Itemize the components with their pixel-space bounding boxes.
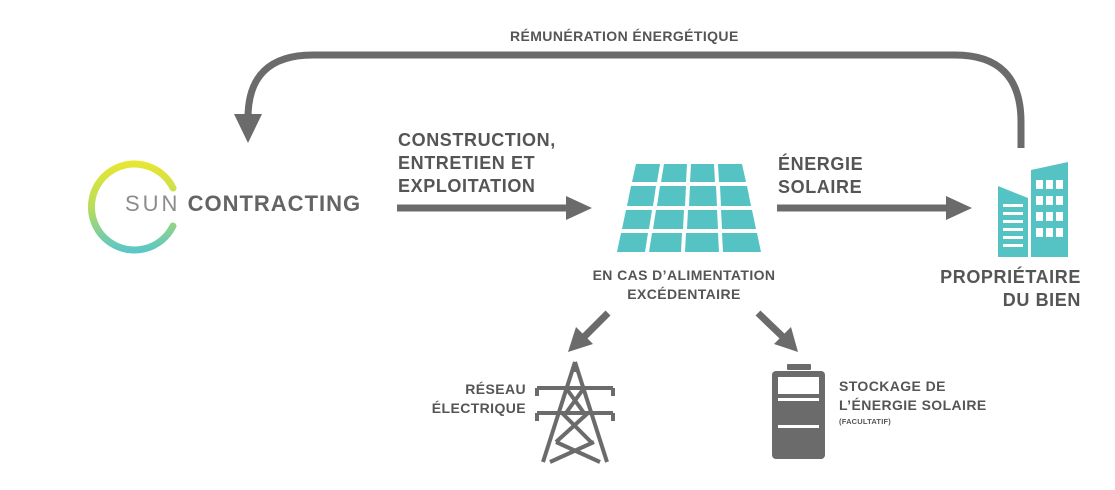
to-grid-arrow xyxy=(568,310,611,352)
solar-energy-label-line-2: SOLAIRE xyxy=(778,177,863,197)
solar-panel-icon xyxy=(617,164,761,252)
storage-label-line-1: STOCKAGE DE xyxy=(839,378,946,394)
remuneration-label: RÉMUNÉRATION ÉNERGÉTIQUE xyxy=(510,28,739,44)
construction-arrow xyxy=(397,196,592,220)
logo-ring xyxy=(88,160,177,254)
construction-label: CONSTRUCTION, ENTRETIEN ET EXPLOITATION xyxy=(398,129,556,198)
grid-label-line-2: ÉLECTRIQUE xyxy=(431,400,526,416)
remuneration-loop-arrow xyxy=(234,51,1025,148)
owner-label-line-1: PROPRIÉTAIRE xyxy=(940,267,1081,287)
battery-icon xyxy=(772,364,825,459)
storage-optional-note: (FACULTATIF) xyxy=(839,417,891,426)
surplus-label-line-2: EXCÉDENTAIRE xyxy=(627,286,741,302)
logo-text-contracting: CONTRACTING xyxy=(187,191,362,216)
owner-label-line-2: DU BIEN xyxy=(1002,290,1081,310)
grid-label: RÉSEAU ÉLECTRIQUE xyxy=(400,380,526,418)
sun-contracting-logo: SUN CONTRACTING xyxy=(125,191,361,217)
building-icon xyxy=(998,162,1068,257)
surplus-label: EN CAS D’ALIMENTATION EXCÉDENTAIRE xyxy=(576,266,792,304)
construction-label-line-1: CONSTRUCTION, xyxy=(398,130,556,150)
construction-label-line-3: EXPLOITATION xyxy=(398,176,536,196)
power-pylon-icon xyxy=(535,361,615,464)
surplus-label-line-1: EN CAS D’ALIMENTATION xyxy=(592,267,776,283)
storage-label-line-2: L’ÉNERGIE SOLAIRE xyxy=(839,397,987,413)
grid-label-line-1: RÉSEAU xyxy=(465,381,526,397)
storage-label: STOCKAGE DE L’ÉNERGIE SOLAIRE xyxy=(839,377,987,415)
solar-energy-arrow xyxy=(777,196,972,220)
solar-energy-label: ÉNERGIE SOLAIRE xyxy=(778,153,863,199)
logo-text-sun: SUN xyxy=(125,191,181,216)
solar-energy-label-line-1: ÉNERGIE xyxy=(778,154,864,174)
construction-label-line-2: ENTRETIEN ET xyxy=(398,153,536,173)
to-storage-arrow xyxy=(755,310,798,352)
owner-label: PROPRIÉTAIRE DU BIEN xyxy=(908,266,1081,312)
